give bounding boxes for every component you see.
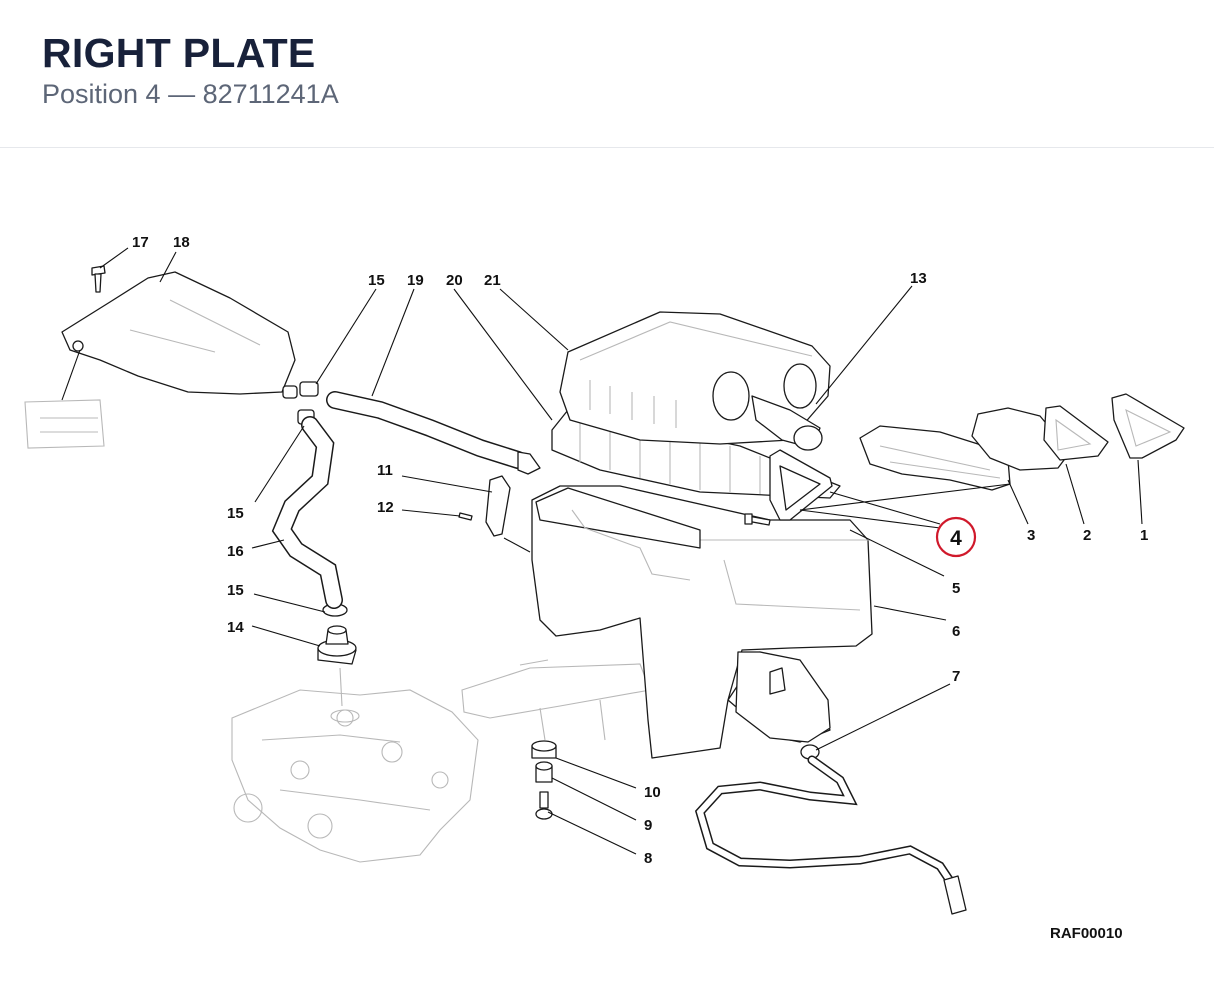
airbox-lower-6 bbox=[531, 485, 873, 759]
breather-hose-19 bbox=[326, 391, 541, 475]
label-4: 4 bbox=[950, 527, 962, 550]
callout-labels: 17 18 15 19 20 21 13 11 12 15 16 15 14 3… bbox=[132, 234, 1148, 942]
page-title: RIGHT PLATE bbox=[42, 30, 316, 76]
spacer-9 bbox=[535, 761, 553, 783]
page-subtitle: Position 4 — 82711241A bbox=[42, 79, 339, 109]
highlighted-callout-4[interactable]: 4 bbox=[935, 516, 977, 558]
page-header: RIGHT PLATE Position 4 — 82711241A bbox=[0, 0, 1214, 148]
hose-16 bbox=[271, 416, 343, 609]
label-16: 16 bbox=[227, 543, 244, 560]
label-18: 18 bbox=[173, 234, 190, 251]
label-15-top: 15 bbox=[368, 272, 385, 289]
drain-hose-7 bbox=[694, 744, 967, 915]
label-17: 17 bbox=[132, 234, 149, 251]
highlight-ring bbox=[935, 516, 977, 558]
background-engine-outline bbox=[24, 399, 651, 863]
label-5: 5 bbox=[952, 580, 960, 597]
right-plate-4 bbox=[769, 449, 833, 521]
parts-diagram: 17 18 15 19 20 21 13 11 12 15 16 15 14 3… bbox=[0, 148, 1214, 997]
intake-tube-13 bbox=[751, 395, 823, 451]
gasket-1 bbox=[1111, 393, 1185, 459]
leader-lines bbox=[61, 247, 1143, 855]
label-15-mid: 15 bbox=[227, 505, 244, 522]
label-11: 11 bbox=[377, 462, 393, 479]
gasket-2 bbox=[971, 405, 1109, 471]
heat-shield-18 bbox=[61, 271, 296, 395]
label-10: 10 bbox=[644, 784, 661, 801]
label-15-low: 15 bbox=[227, 582, 244, 599]
exploded-view-drawing: 17 18 15 19 20 21 13 11 12 15 16 15 14 3… bbox=[24, 234, 1185, 942]
label-12: 12 bbox=[377, 499, 394, 516]
label-14: 14 bbox=[227, 619, 244, 636]
label-21: 21 bbox=[484, 272, 501, 289]
screw-5 bbox=[744, 513, 771, 526]
label-6: 6 bbox=[952, 623, 960, 640]
pin-12 bbox=[458, 512, 473, 521]
label-13: 13 bbox=[910, 270, 927, 287]
drawing-code: RAF00010 bbox=[1050, 925, 1123, 942]
grommet-14 bbox=[317, 625, 360, 723]
clamps-15 bbox=[282, 381, 348, 617]
label-19: 19 bbox=[407, 272, 424, 289]
label-3: 3 bbox=[1027, 527, 1035, 544]
label-9: 9 bbox=[644, 817, 652, 834]
label-20: 20 bbox=[446, 272, 463, 289]
strap-11 bbox=[485, 475, 511, 537]
screw-17 bbox=[91, 265, 106, 293]
label-8: 8 bbox=[644, 850, 652, 867]
screw-8 bbox=[535, 791, 553, 820]
grommet-10 bbox=[531, 740, 557, 759]
label-2: 2 bbox=[1083, 527, 1091, 544]
label-1: 1 bbox=[1140, 527, 1148, 544]
label-7: 7 bbox=[952, 668, 960, 685]
